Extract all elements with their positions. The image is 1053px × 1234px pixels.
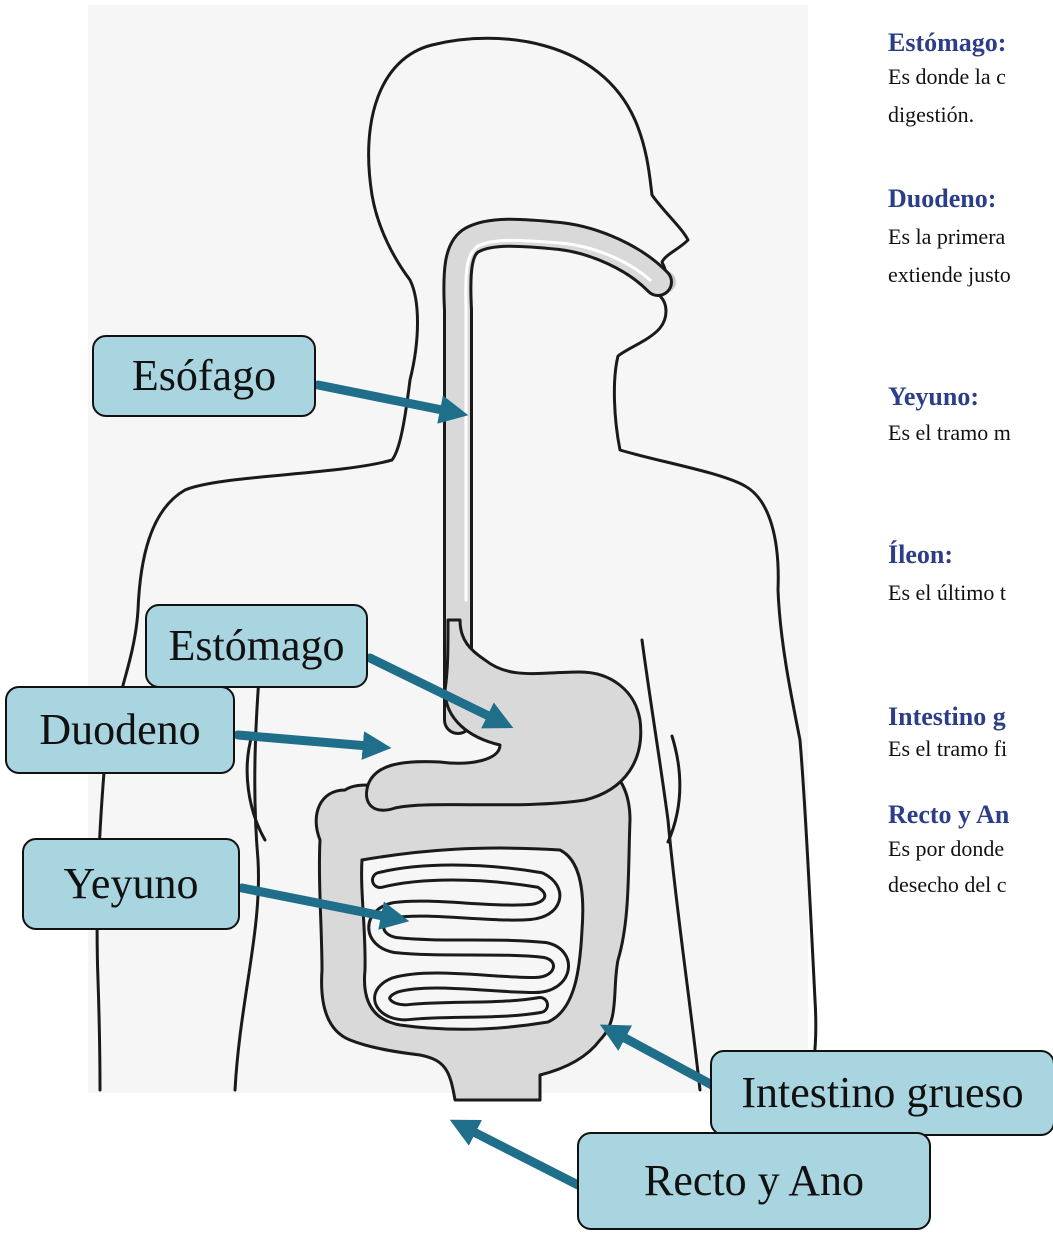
- callout-esofago: Esófago: [92, 335, 316, 417]
- desc-line: Es la primera: [888, 222, 1053, 252]
- desc-line: digestión.: [888, 100, 1053, 130]
- desc-heading: Intestino g: [888, 702, 1053, 732]
- desc-line: Es el tramo fi: [888, 734, 1053, 764]
- desc-recto-ano: Recto y An Es por donde desecho del c: [888, 800, 1053, 900]
- desc-line: Es por donde: [888, 834, 1053, 864]
- desc-yeyuno: Yeyuno: Es el tramo m: [888, 382, 1053, 448]
- arrow-recto-ano: [460, 1125, 578, 1185]
- callout-intestino-grueso: Intestino grueso: [710, 1050, 1053, 1136]
- desc-heading: Íleon:: [888, 540, 1053, 570]
- desc-line: extiende justo: [888, 260, 1053, 290]
- callout-recto-ano: Recto y Ano: [577, 1132, 931, 1230]
- desc-line: Es donde la c: [888, 62, 1053, 92]
- desc-duodeno: Duodeno: Es la primera extiende justo: [888, 184, 1053, 290]
- callout-estomago: Estómago: [145, 604, 368, 688]
- desc-intestino-grueso: Intestino g Es el tramo fi: [888, 702, 1053, 764]
- desc-line: Es el tramo m: [888, 418, 1053, 448]
- desc-estomago: Estómago: Es donde la c digestión.: [888, 28, 1053, 130]
- desc-heading: Duodeno:: [888, 184, 1053, 214]
- desc-heading: Estómago:: [888, 28, 1053, 58]
- desc-line: desecho del c: [888, 870, 1053, 900]
- desc-line: Es el último t: [888, 578, 1053, 608]
- desc-heading: Recto y An: [888, 800, 1053, 830]
- callout-yeyuno: Yeyuno: [22, 838, 240, 930]
- desc-ileon: Íleon: Es el último t: [888, 540, 1053, 608]
- desc-heading: Yeyuno:: [888, 382, 1053, 412]
- callout-duodeno: Duodeno: [5, 686, 235, 774]
